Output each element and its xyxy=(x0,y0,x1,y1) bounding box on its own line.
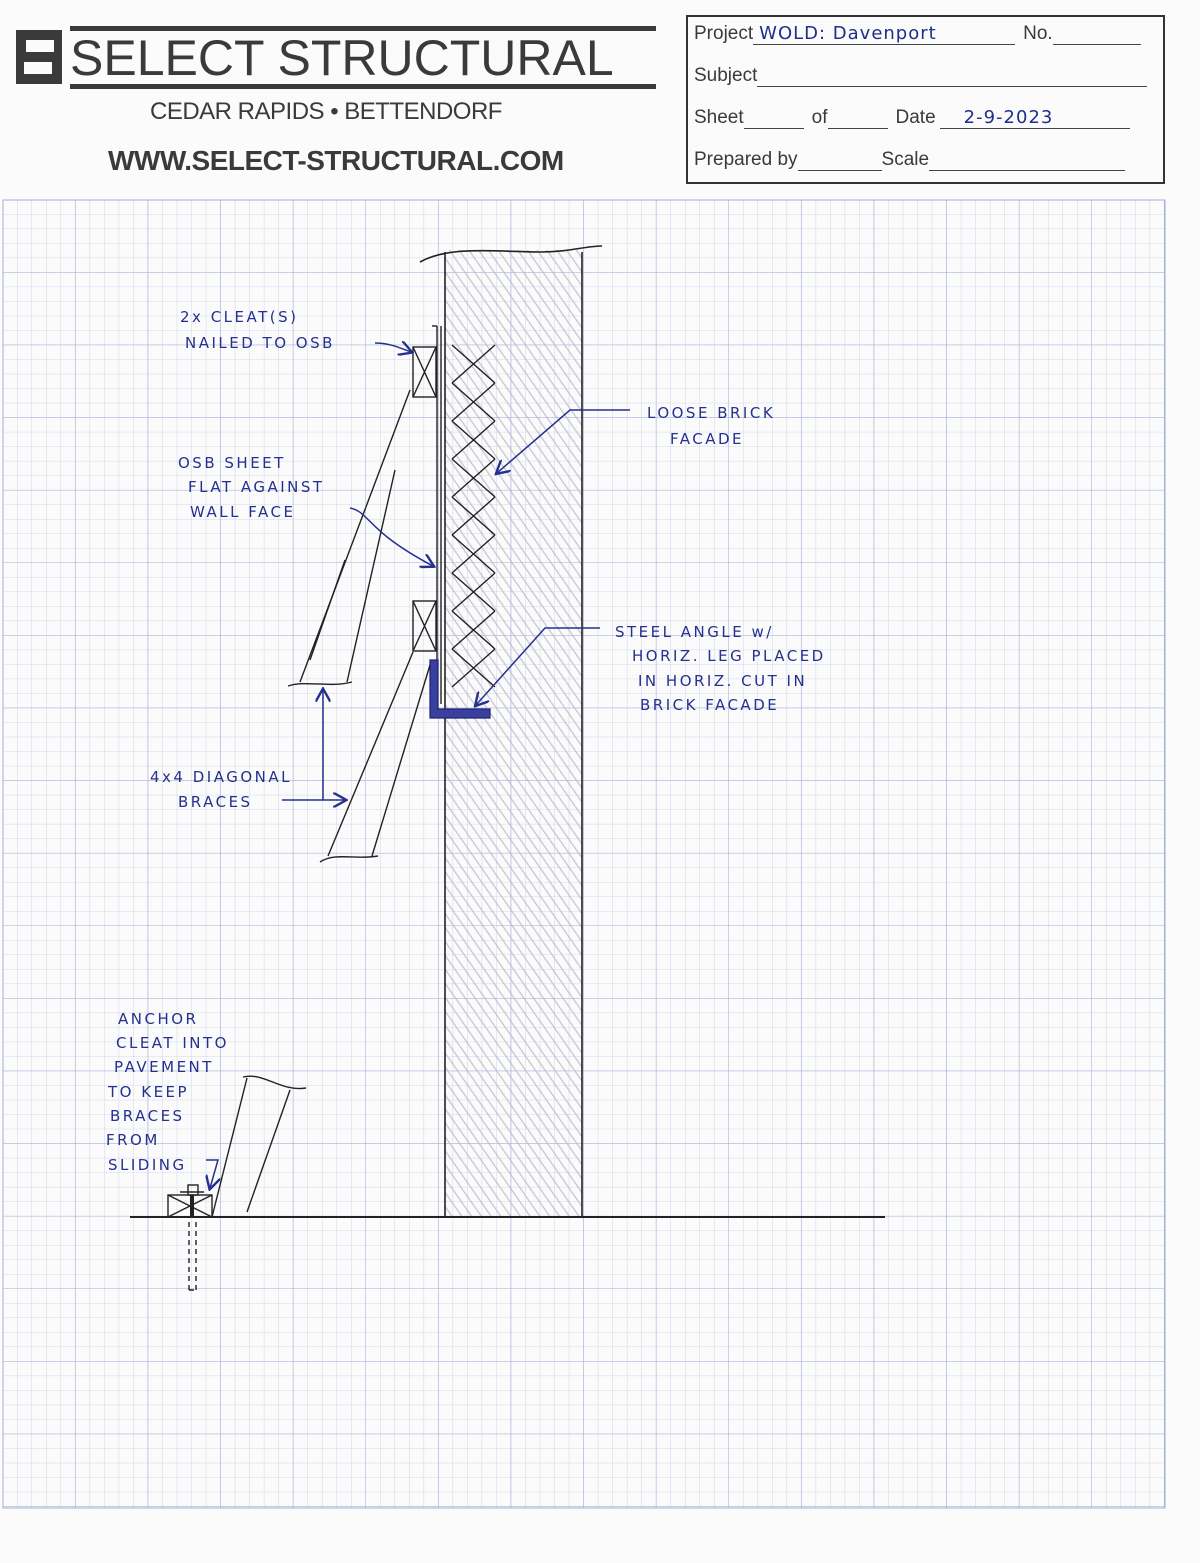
brick-x-mark xyxy=(451,572,496,612)
note-line: STEEL ANGLE w/ xyxy=(615,623,774,641)
no-label: No. xyxy=(1023,23,1053,44)
note-line: FACADE xyxy=(670,430,744,448)
note-line: FLAT AGAINST xyxy=(188,478,325,496)
company-website: WWW.SELECT-STRUCTURAL.COM xyxy=(108,145,564,176)
note-line: ANCHOR xyxy=(118,1010,198,1028)
no-field xyxy=(1052,24,1141,45)
logo-rule-top xyxy=(70,26,656,31)
note-line: IN HORIZ. CUT IN xyxy=(638,672,807,690)
prepared-row: Prepared by Scale xyxy=(694,149,1155,171)
osb-sheet xyxy=(432,325,442,704)
note-line: LOOSE BRICK xyxy=(647,404,775,422)
project-label: Project xyxy=(694,23,754,44)
note-line: BRICK FACADE xyxy=(640,696,779,714)
brick-x-mark xyxy=(451,648,496,688)
date-value: 2-9-2023 xyxy=(963,107,1054,128)
company-name: SELECT STRUCTURAL xyxy=(70,30,614,86)
brick-x-mark xyxy=(451,534,496,574)
date-label: Date xyxy=(895,107,936,128)
of-label: of xyxy=(811,107,828,128)
annotation-facade: LOOSE BRICK FACADE xyxy=(647,404,775,448)
grid-paper xyxy=(2,199,1166,1509)
loose-brick-x-marks xyxy=(451,344,496,688)
diagonal-braces xyxy=(211,389,431,1218)
note-line: BRACES xyxy=(110,1107,185,1125)
sheet-field xyxy=(743,108,804,129)
brick-x-mark xyxy=(451,344,496,384)
note-line: SLIDING xyxy=(108,1156,187,1174)
note-line: NAILED TO OSB xyxy=(185,334,335,352)
company-locations: CEDAR RAPIDS • BETTENDORF xyxy=(150,98,502,125)
note-line: WALL FACE xyxy=(190,503,295,521)
annotation-cleats: 2x CLEAT(S) NAILED TO OSB xyxy=(180,308,335,352)
cleat-lower xyxy=(412,600,437,652)
date-field: 2-9-2023 xyxy=(939,107,1130,129)
prepared-by-label: Prepared by xyxy=(694,149,798,170)
annotation-osb: OSB SHEET FLAT AGAINST WALL FACE xyxy=(178,454,325,521)
brick-x-mark xyxy=(451,458,496,498)
note-line: FROM xyxy=(106,1131,160,1149)
logo-mark-icon xyxy=(16,30,62,84)
note-line: OSB SHEET xyxy=(178,454,286,472)
project-field: WOLD: Davenport xyxy=(753,23,1016,45)
note-line: HORIZ. LEG PLACED xyxy=(632,647,826,665)
note-line: 4x4 DIAGONAL xyxy=(150,768,292,786)
scale-label: Scale xyxy=(881,149,930,170)
anchor-cleat xyxy=(167,1184,213,1291)
subject-field xyxy=(757,66,1148,87)
note-line: 2x CLEAT(S) xyxy=(180,308,298,326)
note-line: PAVEMENT xyxy=(114,1058,214,1076)
annotation-anchor: ANCHOR CLEAT INTO PAVEMENT TO KEEP BRACE… xyxy=(106,1010,229,1174)
brick-x-mark xyxy=(451,382,496,422)
project-row: Project WOLD: Davenport No. xyxy=(694,23,1155,45)
annotation-angle: STEEL ANGLE w/ HORIZ. LEG PLACED IN HORI… xyxy=(615,623,826,714)
prepared-by-field xyxy=(797,150,882,171)
project-value: WOLD: Davenport xyxy=(759,23,937,44)
title-block: Project WOLD: Davenport No. Subject Shee… xyxy=(686,15,1165,184)
sheet-row: Sheet of Date 2-9-2023 xyxy=(694,107,1155,129)
brick-x-mark xyxy=(451,420,496,460)
of-field xyxy=(827,108,888,129)
note-line: BRACES xyxy=(178,793,253,811)
scale-field xyxy=(929,150,1126,171)
annotation-braces: 4x4 DIAGONAL BRACES xyxy=(150,768,292,811)
subject-label: Subject xyxy=(694,65,758,86)
brick-x-mark xyxy=(451,610,496,650)
subject-row: Subject xyxy=(694,65,1155,87)
note-line: TO KEEP xyxy=(107,1083,189,1101)
steel-angle xyxy=(429,659,491,719)
cleat-upper xyxy=(412,346,437,398)
leaders xyxy=(206,343,630,1188)
company-logo: SELECT STRUCTURAL xyxy=(16,26,656,89)
note-line: CLEAT INTO xyxy=(116,1034,229,1052)
brick-wall xyxy=(419,245,603,1217)
sheet-label: Sheet xyxy=(694,107,744,128)
logo-rule-bottom xyxy=(70,84,656,89)
brick-x-mark xyxy=(451,496,496,536)
